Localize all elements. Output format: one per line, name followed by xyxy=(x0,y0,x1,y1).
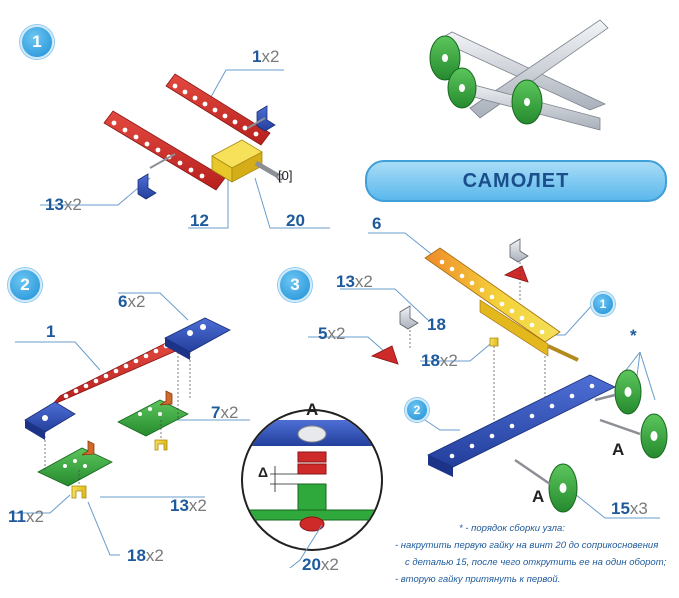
bracket-13-left xyxy=(81,440,95,456)
label-s3-part6: 6 xyxy=(372,214,382,233)
red-triangle-top xyxy=(503,265,529,283)
note-line-2: - накрутить первую гайку на винт 20 до с… xyxy=(395,540,659,551)
wheel-lower xyxy=(548,463,578,513)
label-s2-part7: 7x2 xyxy=(211,403,239,422)
sub-step-2-badge: 2 xyxy=(405,398,429,422)
red-strip-lower-holes xyxy=(111,120,205,179)
fuselage-holes xyxy=(439,259,545,335)
plane-preview xyxy=(429,19,609,131)
grey-bracket-left xyxy=(399,305,419,330)
marker-a-lower: A xyxy=(532,487,545,506)
marker-a-detail: A xyxy=(306,400,319,419)
label-s1-part12: 12 xyxy=(190,211,209,230)
green-plate-holes xyxy=(63,407,162,468)
bracket-13-right xyxy=(159,390,173,406)
green-plate-right xyxy=(117,399,189,437)
step-1-badge: 1 xyxy=(20,25,54,59)
red-strip-lower xyxy=(103,110,226,191)
label-s3-part13: 13x2 xyxy=(336,272,373,291)
wheel-upper xyxy=(614,369,642,415)
label-s2-part13: 13x2 xyxy=(170,496,207,515)
preview-wing xyxy=(437,31,607,111)
blue-bracket-left xyxy=(137,173,157,200)
step1-assembly xyxy=(40,69,330,229)
note-line-3: с деталью 15, после чего открутить ее на… xyxy=(405,557,667,568)
label-s1-part13: 13x2 xyxy=(45,195,82,214)
marker-delta: Δ xyxy=(258,464,269,480)
detail-a-view xyxy=(241,409,383,569)
grey-bracket-top xyxy=(509,238,529,263)
red-strip-upper-holes xyxy=(172,83,259,137)
assembly-note: * - порядок сборки узла: - накрутить пер… xyxy=(395,520,675,588)
step2-assembly xyxy=(10,292,250,556)
detail-green-hub xyxy=(297,483,327,513)
wheel-axles xyxy=(514,393,641,486)
label-s3-part15: 15x3 xyxy=(611,499,648,518)
step-2-badge: 2 xyxy=(8,268,42,302)
bolts-step1 xyxy=(149,117,266,169)
label-s2-part6: 6x2 xyxy=(118,292,146,311)
step-3-badge: 3 xyxy=(278,268,312,302)
label-s3-part18a: 18 xyxy=(427,315,446,334)
step3-assembly xyxy=(308,232,668,519)
detail-nut-1 xyxy=(297,451,327,463)
label-s3-part5: 5x2 xyxy=(318,324,346,343)
blue-wing-holes xyxy=(449,383,595,459)
label-detail-part20: 20x2 xyxy=(302,555,339,574)
label-s2-part11: 11x2 xyxy=(8,507,44,526)
page-title: САМОЛЕТ xyxy=(365,160,667,202)
yellow-small-part xyxy=(489,337,499,347)
label-s1-part1: 1x2 xyxy=(252,47,280,66)
detail-nut-2 xyxy=(297,463,327,475)
red-triangle-left xyxy=(370,345,399,365)
wheel-middle xyxy=(640,413,668,459)
note-line-1: * - порядок сборки узла: xyxy=(459,523,565,534)
label-s1-part20: 20 xyxy=(286,211,305,230)
blue-wing xyxy=(427,374,616,468)
yellow-clip-right xyxy=(154,439,168,451)
marker-star: * xyxy=(630,326,637,345)
label-s2-part1: 1 xyxy=(46,322,56,341)
label-s1-zero: [0] xyxy=(278,168,293,183)
yellow-clip-left xyxy=(71,485,87,499)
blue-bracket-right xyxy=(256,105,276,132)
green-plate-left xyxy=(37,447,113,487)
note-line-4: - вторую гайку притянуть к первой. xyxy=(395,574,561,585)
axle-20 xyxy=(254,160,282,180)
label-s2-part18: 18x2 xyxy=(127,546,164,565)
sub-step-1-badge: 1 xyxy=(591,292,615,316)
marker-a-wheel: A xyxy=(612,440,625,459)
label-s3-part18b: 18x2 xyxy=(421,351,458,370)
